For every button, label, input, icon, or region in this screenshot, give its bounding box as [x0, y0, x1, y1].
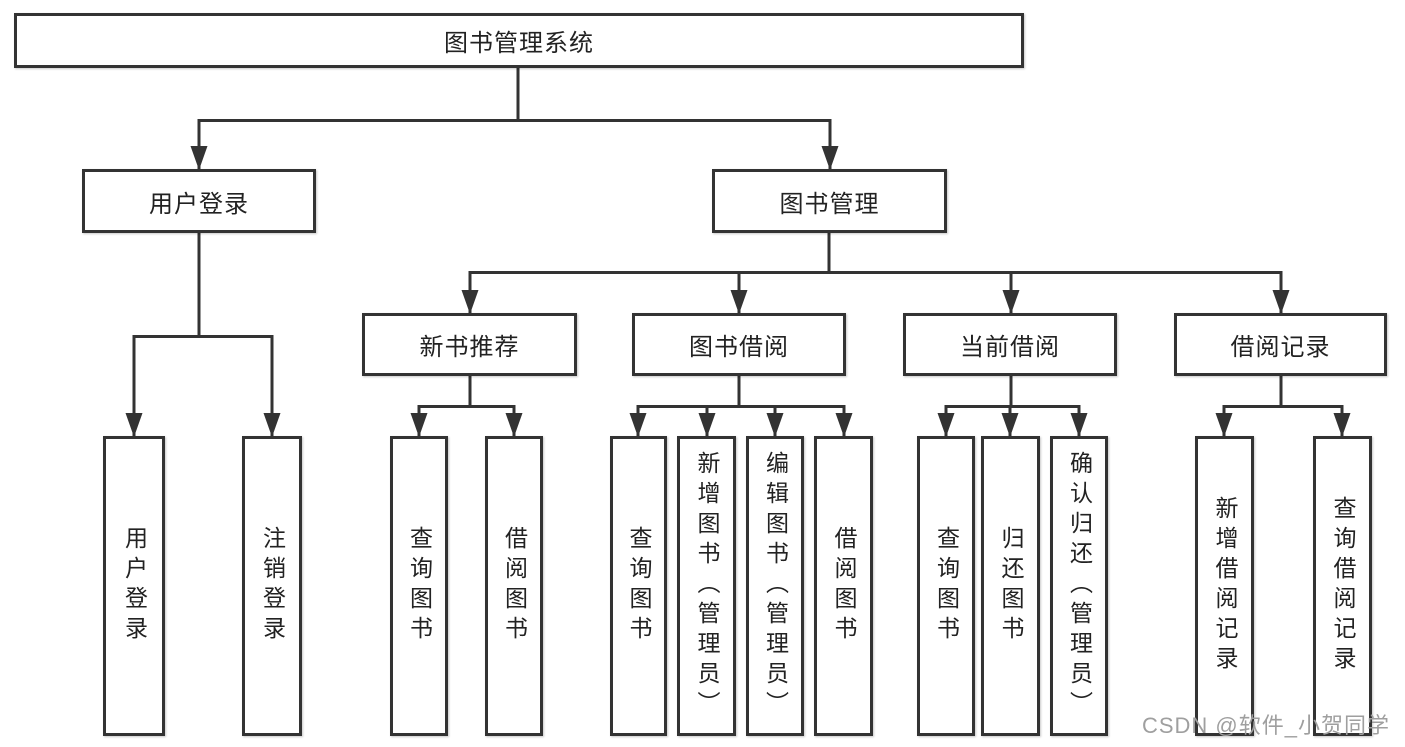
- leaf-user-login: 用户登录: [103, 436, 165, 736]
- leaf-confirm-return-admin: 确认归还（管理员）: [1050, 436, 1108, 736]
- watermark: CSDN @软件_小贺同学: [1141, 713, 1390, 738]
- leaf-edit-books-admin: 编辑图书（管理员）: [746, 436, 804, 736]
- leaf-borrow-books: 借阅图书: [485, 436, 543, 736]
- node-borrowing-records: 借阅记录: [1174, 313, 1387, 376]
- leaf-add-borrow-record: 新增借阅记录: [1195, 436, 1254, 736]
- node-book-borrowing: 图书借阅: [632, 313, 846, 376]
- leaf-query-borrow-record: 查询借阅记录: [1313, 436, 1372, 736]
- leaf-borrow-books: 借阅图书: [814, 436, 873, 736]
- node-library-management-system: 图书管理系统: [14, 13, 1024, 68]
- leaf-logout: 注销登录: [242, 436, 302, 736]
- leaf-query-books: 查询图书: [390, 436, 448, 736]
- node-new-book-recommendation: 新书推荐: [362, 313, 577, 376]
- node-book-management: 图书管理: [712, 169, 947, 233]
- leaf-query-books: 查询图书: [917, 436, 975, 736]
- node-current-borrowing: 当前借阅: [903, 313, 1117, 376]
- node-user-login: 用户登录: [82, 169, 316, 233]
- leaf-return-books: 归还图书: [981, 436, 1040, 736]
- leaf-add-books-admin: 新增图书（管理员）: [677, 436, 736, 736]
- leaf-query-books: 查询图书: [610, 436, 667, 736]
